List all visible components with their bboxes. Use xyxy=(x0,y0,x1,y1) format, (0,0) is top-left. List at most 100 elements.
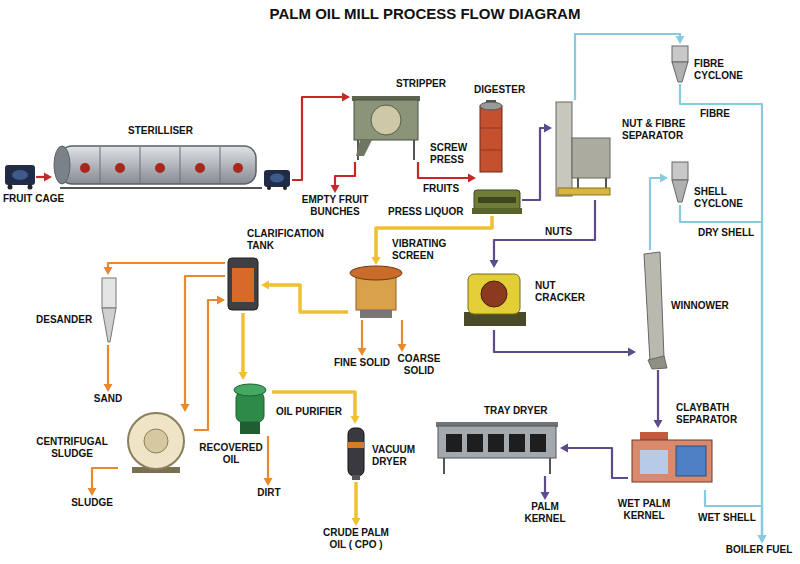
flow-connector xyxy=(560,444,628,479)
equipment-label: CLARIFICATION TANK xyxy=(247,228,333,252)
oil-purifier-icon xyxy=(234,384,266,434)
output-label: FINE SOLID xyxy=(332,357,392,369)
flow-connector xyxy=(239,313,248,380)
vacuum-dryer-icon xyxy=(348,428,364,480)
flow-connector xyxy=(490,200,596,268)
tray xyxy=(488,434,504,452)
equipment-label: DESANDER xyxy=(36,314,94,326)
flow-connector xyxy=(494,330,636,357)
equipment-node: NUT & FIBRE SEPARATOR xyxy=(552,100,614,200)
cage-body xyxy=(264,170,290,187)
screen-base xyxy=(360,310,392,318)
flow-line xyxy=(575,34,680,100)
equipment-node: DESANDER xyxy=(96,275,122,345)
equipment-node: FRUIT CAGE xyxy=(4,163,36,189)
arrowhead xyxy=(342,93,350,102)
arrowhead xyxy=(104,267,113,275)
purifier-base xyxy=(240,422,260,434)
output-label: PALM KERNEL xyxy=(522,501,568,525)
flow-line xyxy=(657,370,659,422)
flow-line xyxy=(361,320,363,350)
output-label: SLUDGE xyxy=(69,497,115,509)
arrowhead xyxy=(358,348,367,356)
arrowhead xyxy=(468,174,476,183)
arrowhead xyxy=(351,416,360,424)
flow-connector xyxy=(194,296,225,431)
cyclone-body xyxy=(672,46,688,62)
cyclone-cone xyxy=(672,62,688,82)
flow-connector xyxy=(181,276,226,412)
cyclone-body xyxy=(672,162,688,180)
band xyxy=(480,128,502,129)
separator-icon xyxy=(556,102,610,196)
digester-vessel xyxy=(480,106,502,172)
flow-connector xyxy=(36,173,52,182)
flow-line xyxy=(401,320,403,346)
diagram-title: PALM OIL MILL PROCESS FLOW DIAGRAM xyxy=(240,5,610,23)
arrowhead xyxy=(181,404,190,412)
flow-line xyxy=(185,276,225,406)
flow-line xyxy=(335,162,355,187)
fruit-bunch xyxy=(155,163,165,173)
desander-icon xyxy=(102,278,116,342)
equipment-node: SHELL CYCLONE xyxy=(668,160,692,205)
equipment-label: WINNOWER xyxy=(671,300,731,312)
equipment-node: STRIPPER xyxy=(350,92,422,162)
output-label: EMPTY FRUIT BUNCHES xyxy=(298,194,372,218)
claybath-bath xyxy=(676,446,706,476)
flow-connector xyxy=(358,320,367,356)
equipment-label: NUT & FIBRE SEPARATOR xyxy=(622,118,692,142)
cage-window xyxy=(12,170,28,180)
clarification-tank-icon xyxy=(228,258,258,310)
equipment-label: DIGESTER xyxy=(474,84,528,96)
steriliser-icon xyxy=(54,146,290,190)
output-node: COARSE SOLID xyxy=(396,352,442,378)
flow-label: FRUITS xyxy=(423,183,463,195)
arrowhead xyxy=(44,173,52,182)
flow-connector xyxy=(292,93,350,181)
flow-connector xyxy=(272,392,360,424)
equipment-node: OIL PURIFIER xyxy=(228,380,272,436)
flow-connector xyxy=(331,162,356,193)
equipment-label: OIL PURIFIER xyxy=(276,406,344,418)
tray xyxy=(530,434,546,452)
dryer-body xyxy=(438,426,556,458)
equipment-node: NUT CRACKER xyxy=(460,268,530,330)
claybath-window xyxy=(640,450,668,474)
flow-label: NUTS xyxy=(545,226,577,238)
flow-connector xyxy=(398,320,407,352)
flow-line xyxy=(680,205,762,537)
claybath-icon xyxy=(632,432,712,482)
flow-line xyxy=(92,468,118,490)
flow-label: WET SHELL xyxy=(698,512,760,524)
arrowhead xyxy=(352,518,361,526)
equipment-label: TRAY DRYER xyxy=(484,405,552,417)
flow-line xyxy=(650,178,662,250)
digester-top xyxy=(480,102,502,110)
winnower-hopper xyxy=(648,356,667,369)
arrowhead xyxy=(104,384,113,392)
flow-connector xyxy=(680,205,767,543)
flow-label: FIBRE xyxy=(700,108,734,120)
flow-line xyxy=(354,482,358,520)
purifier-bowl xyxy=(234,384,266,396)
arrowhead xyxy=(398,344,407,352)
flow-connector xyxy=(418,162,476,183)
equipment-node: CENTRIFUGAL SLUDGE xyxy=(118,412,194,474)
vessel-ring xyxy=(220,147,221,183)
flow-connector xyxy=(352,482,361,526)
cage-wheel xyxy=(28,185,33,190)
shell-cyclone-icon xyxy=(672,162,688,202)
fruit-bunch xyxy=(233,163,243,173)
equipment-label: SHELL CYCLONE xyxy=(694,186,748,210)
output-node: BOILER FUEL xyxy=(722,543,796,557)
cage-window xyxy=(270,174,284,183)
arrowhead xyxy=(758,535,767,543)
equipment-node: VACUUM DRYER xyxy=(344,424,368,482)
arrowhead xyxy=(628,348,636,357)
stripper-frame xyxy=(354,100,418,140)
dryer-band xyxy=(348,442,364,448)
arrowhead xyxy=(490,260,499,268)
arrowhead xyxy=(264,478,273,486)
